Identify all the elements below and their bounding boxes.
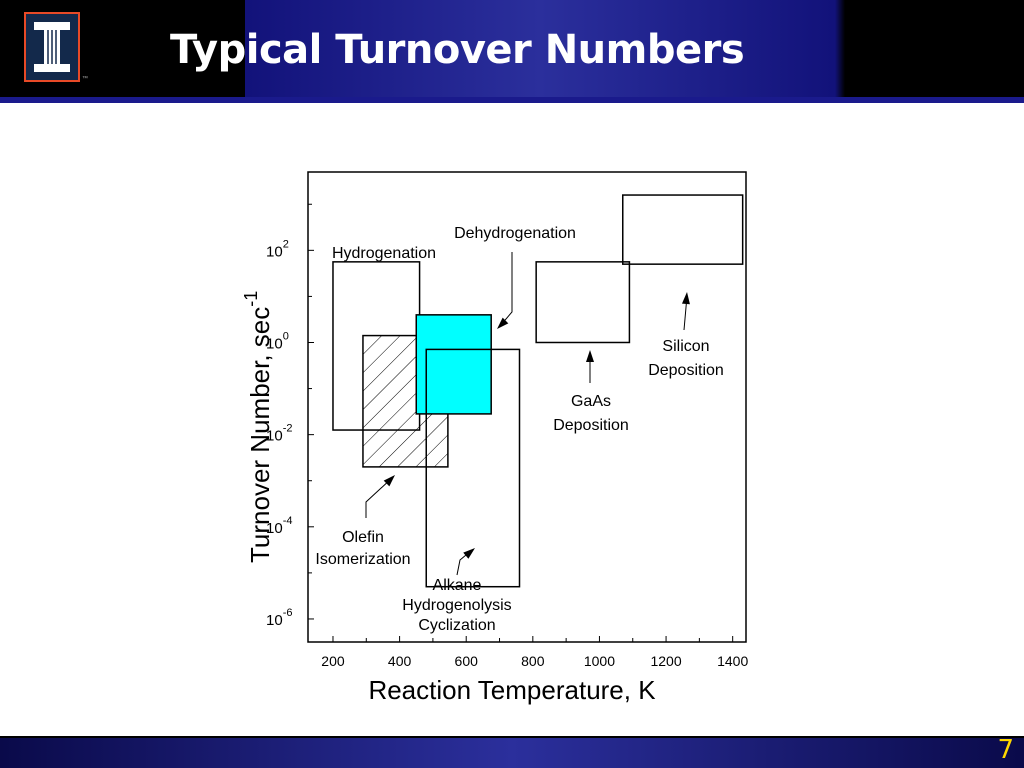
y-ticks: 102 100 10-2 10-4 10-6 [266,203,314,629]
label-gaas-deposition-line-2: Deposition [553,417,629,434]
plot-frame [307,171,747,643]
x-axis-label: Reaction Temperature, K [368,675,656,705]
label-silicon-deposition-line-2: Deposition [648,362,724,379]
label-olefin-isomerization-line-1: Olefin [342,529,384,546]
arrow-alkane-head [463,548,475,559]
region-dehydrogenation [415,314,492,415]
svg-text:Turnover Number, sec-1: Turnover Number, sec-1 [241,291,275,563]
label-olefin-isomerization-line-2: Isomerization [315,551,410,568]
y-axis-label-exp: -1 [241,291,261,307]
x-tick-label: 600 [455,653,479,669]
arrow-dehydrogenation-head [497,317,509,329]
logo-trademark: ™ [82,76,88,82]
x-ticks: 200 400 600 800 1000 1200 1400 [321,636,748,669]
column-icon [34,22,70,72]
regions-layer [332,194,744,588]
label-alkane-hydrogenolysis-cyclization-line-3: Cyclization [418,617,495,634]
x-tick-label: 200 [321,653,345,669]
y-axis-label-main: Turnover Number, sec [245,307,275,563]
region-silicon-deposition [622,194,744,265]
x-tick-label: 800 [521,653,545,669]
slide-footer [0,736,1024,768]
arrow-silicon-head [681,292,690,305]
y-tick-label: 10-6 [266,607,292,629]
x-tick-label: 400 [388,653,412,669]
y-tick-label: 100 [266,330,289,352]
header-rule [0,97,1024,103]
slide-title: Typical Turnover Numbers [170,27,745,73]
region-gaas-deposition [535,261,631,344]
x-tick-label: 1200 [650,653,681,669]
label-dehydrogenation-line-1: Dehydrogenation [454,225,576,242]
university-logo [24,12,80,82]
label-silicon-deposition-line-1: Silicon [662,338,709,355]
region-alkane-hydrogenolysis-cyclization [425,348,521,588]
arrow-olefin [365,477,393,518]
arrow-gaas-head [586,350,594,362]
y-tick-label: 10-4 [266,515,292,537]
page-number: 7 [997,735,1014,765]
y-axis-label: Turnover Number, sec-1 [241,291,275,563]
x-tick-label: 1000 [584,653,615,669]
y-tick-label: 102 [266,238,289,260]
label-alkane-hydrogenolysis-cyclization-line-1: Alkane [433,577,482,594]
arrow-olefin-head [383,475,395,487]
label-gaas-deposition-line-1: GaAs [571,393,611,410]
label-alkane-hydrogenolysis-cyclization-line-2: Hydrogenolysis [402,597,511,614]
x-tick-label: 1400 [717,653,748,669]
label-hydrogenation-line-1: Hydrogenation [332,245,436,262]
arrow-dehydrogenation [499,252,513,327]
y-tick-label: 10-2 [266,423,292,445]
label-arrows [365,252,690,576]
slide-header [0,0,1024,100]
